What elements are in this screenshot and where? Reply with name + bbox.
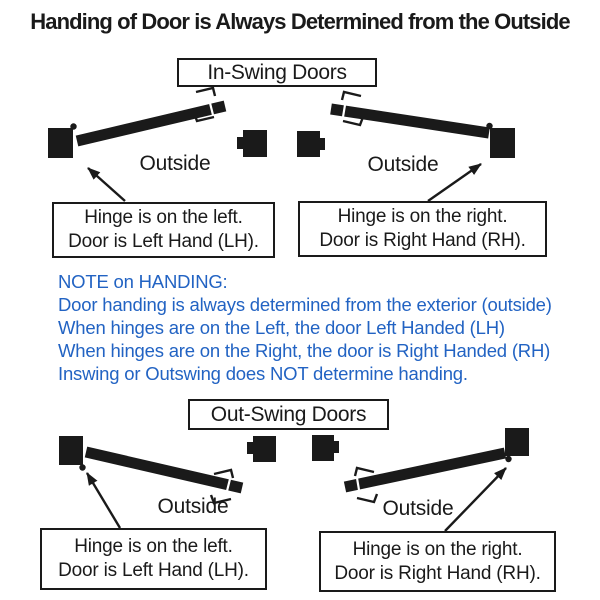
callout-line: Door is Right Hand (RH). xyxy=(319,230,526,251)
page-title: Handing of Door is Always Determined fro… xyxy=(30,9,570,34)
outside-label-outswing-left: Outside xyxy=(157,495,229,518)
note-line: When hinges are on the Left, the door Le… xyxy=(58,317,505,338)
callout-line: Door is Right Hand (RH). xyxy=(334,562,541,584)
outswing-left-door-diagram xyxy=(59,436,276,529)
door-leaf xyxy=(330,103,490,139)
door-leaf xyxy=(343,447,507,493)
inswing-section-label: In-Swing Doors xyxy=(177,58,377,87)
lever-handle-icon xyxy=(209,494,232,505)
note-line: NOTE on HANDING: xyxy=(58,271,228,292)
outside-label-outswing-right: Outside xyxy=(382,497,454,520)
latch-notch xyxy=(225,478,232,492)
lever-handle-icon xyxy=(192,112,215,123)
right-hand-callout-inswing: Hinge is on the right. Door is Right Han… xyxy=(298,201,547,257)
callout-line: Door is Left Hand (LH). xyxy=(58,560,249,581)
outswing-right-door-diagram xyxy=(312,428,529,532)
callout-line: Hinge is on the right. xyxy=(337,206,508,227)
left-hand-callout-outswing: Hinge is on the left. Door is Left Hand … xyxy=(40,528,267,590)
lever-handle-icon xyxy=(340,90,362,101)
note-line: Door handing is always determined from t… xyxy=(58,294,552,315)
lever-handle-icon xyxy=(356,493,379,504)
hinge-jamb xyxy=(505,428,529,456)
outswing-section-label-text: Out-Swing Doors xyxy=(210,402,367,426)
outswing-section-label: Out-Swing Doors xyxy=(188,399,389,430)
inswing-right-door-diagram xyxy=(297,90,515,202)
lever-handle-icon xyxy=(213,468,235,479)
pointer-arrow xyxy=(444,467,507,532)
strike-jamb xyxy=(243,130,267,157)
door-leaf xyxy=(84,446,244,494)
callout-line: Door is Left Hand (LH). xyxy=(68,231,259,252)
callout-line: Hinge is on the left. xyxy=(84,207,243,228)
right-hand-callout-outswing: Hinge is on the right. Door is Right Han… xyxy=(319,531,556,592)
hinge-pin-icon xyxy=(70,123,77,130)
pointer-arrow xyxy=(87,167,126,202)
strike-plate xyxy=(333,441,339,453)
callout-line: Hinge is on the left. xyxy=(74,536,233,557)
door-leaf xyxy=(75,100,227,147)
handing-note: NOTE on HANDING: Door handing is always … xyxy=(58,270,552,385)
hinge-pin-icon xyxy=(486,122,493,130)
hinge-pin-icon xyxy=(79,464,86,471)
note-line: When hinges are on the Right, the door i… xyxy=(58,340,551,361)
hinge-jamb xyxy=(48,128,73,158)
latch-notch xyxy=(208,102,215,116)
latch-notch xyxy=(355,477,361,491)
callout-line: Hinge is on the right. xyxy=(352,538,523,560)
pointer-arrow xyxy=(427,163,482,202)
hinge-jamb xyxy=(490,128,515,158)
strike-plate xyxy=(237,137,243,149)
left-hand-callout-inswing: Hinge is on the left. Door is Left Hand … xyxy=(52,202,275,258)
strike-jamb xyxy=(297,131,320,157)
strike-plate xyxy=(247,442,253,454)
latch-notch xyxy=(341,104,347,118)
inswing-section-label-text: In-Swing Doors xyxy=(207,60,347,84)
inswing-left-door-diagram xyxy=(48,86,267,202)
lever-handle-icon xyxy=(353,466,375,477)
hinge-jamb xyxy=(59,436,83,465)
pointer-arrow xyxy=(85,472,122,529)
strike-plate xyxy=(319,138,325,150)
outside-label-inswing-right: Outside xyxy=(367,153,439,176)
note-line: Inswing or Outswing does NOT determine h… xyxy=(58,363,468,384)
lever-handle-icon xyxy=(195,86,217,97)
outside-label-inswing-left: Outside xyxy=(139,152,211,175)
strike-jamb xyxy=(253,436,276,462)
lever-handle-icon xyxy=(342,116,365,127)
strike-jamb xyxy=(312,435,334,461)
hinge-pin-icon xyxy=(505,455,512,463)
